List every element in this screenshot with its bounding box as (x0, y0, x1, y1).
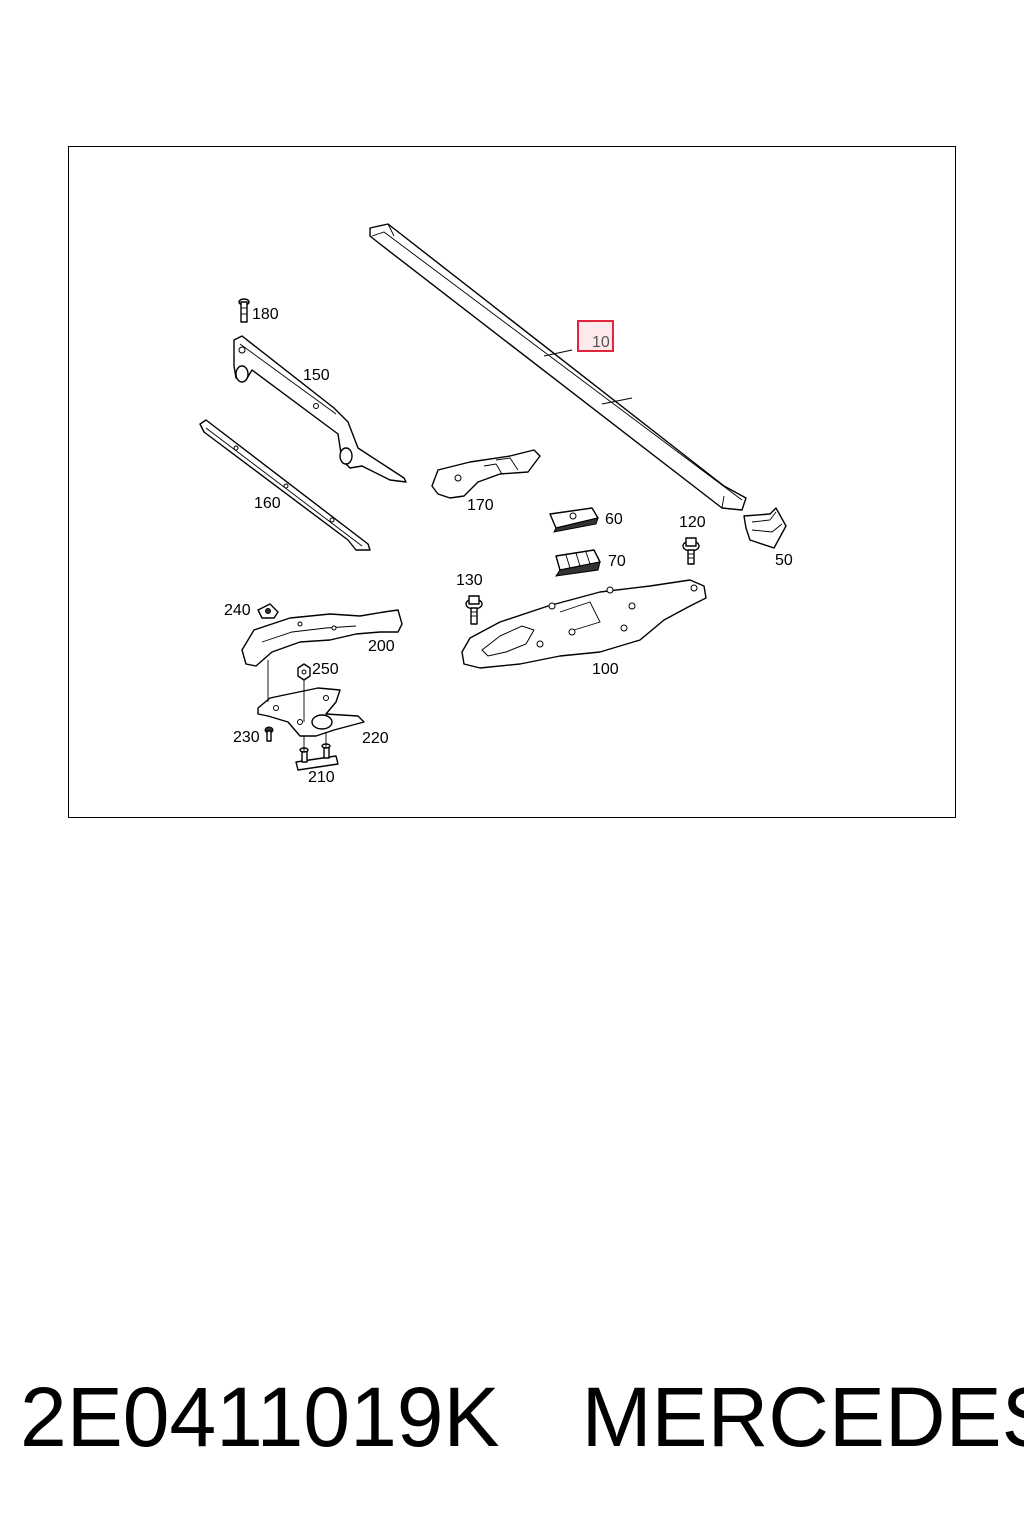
callout-100[interactable]: 100 (592, 661, 619, 678)
callout-230[interactable]: 230 (233, 729, 260, 746)
part-230-screw[interactable] (264, 726, 274, 742)
callout-170[interactable]: 170 (467, 497, 494, 514)
callout-120[interactable]: 120 (679, 514, 706, 531)
part-100-plate[interactable] (461, 579, 707, 669)
callout-130[interactable]: 130 (456, 572, 483, 589)
callout-250[interactable]: 250 (312, 661, 339, 678)
part-220-bracket[interactable] (257, 687, 365, 737)
part-200-panel[interactable] (241, 609, 403, 667)
part-250-nut[interactable] (297, 663, 311, 681)
callout-70[interactable]: 70 (608, 553, 626, 570)
callout-150[interactable]: 150 (303, 367, 330, 384)
callout-10-highlight (577, 320, 614, 352)
part-10-beam[interactable] (369, 223, 747, 511)
part-130-bolt[interactable] (465, 595, 483, 625)
callout-200[interactable]: 200 (368, 638, 395, 655)
part-160-strip[interactable] (199, 419, 371, 551)
callout-180[interactable]: 180 (252, 306, 279, 323)
part-50-bracket[interactable] (743, 507, 787, 549)
callout-220[interactable]: 220 (362, 730, 389, 747)
part-180-rivet[interactable] (238, 298, 250, 323)
callout-160[interactable]: 160 (254, 495, 281, 512)
callout-10[interactable]: 10 (592, 334, 610, 351)
diagram-frame (68, 146, 956, 818)
part-150-rail[interactable] (233, 335, 407, 483)
callout-240[interactable]: 240 (224, 602, 251, 619)
callout-210[interactable]: 210 (308, 769, 335, 786)
part-60-pad[interactable] (549, 507, 599, 533)
callout-50[interactable]: 50 (775, 552, 793, 569)
part-170-bracket[interactable] (431, 449, 541, 499)
part-210-stud-plate[interactable] (295, 743, 339, 771)
assembly-lines (267, 660, 327, 752)
callout-60[interactable]: 60 (605, 511, 623, 528)
part-120-bolt[interactable] (682, 537, 700, 565)
part-number: 2E0411019K (20, 1369, 500, 1464)
part-70-pad[interactable] (554, 549, 601, 577)
brand-name: MERCEDES (581, 1369, 1024, 1464)
part-footer: 2E0411019K MERCEDES (20, 1370, 1024, 1464)
part-240-clip[interactable] (257, 603, 279, 619)
